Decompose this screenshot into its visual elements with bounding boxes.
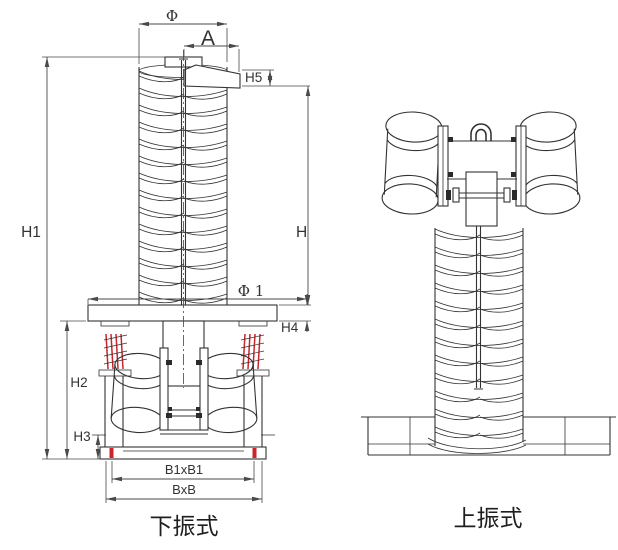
dim-label-h3: H3 bbox=[73, 429, 90, 444]
dim-label-h1: H1 bbox=[21, 224, 41, 241]
lifting-hook bbox=[470, 123, 492, 141]
left-spring bbox=[98, 320, 132, 377]
motor-frame bbox=[160, 407, 208, 435]
top-plate bbox=[87, 304, 278, 322]
left-view-caption: 下振式 bbox=[150, 514, 219, 540]
flange-clamp bbox=[446, 187, 517, 203]
right-shaft bbox=[474, 226, 483, 390]
dim-label-h: H bbox=[296, 224, 307, 241]
right-center-column bbox=[465, 171, 498, 227]
dim-label-bxb: BxB bbox=[172, 482, 196, 497]
right-view-left-motor bbox=[381, 111, 453, 215]
left-spiral-column bbox=[138, 64, 228, 305]
dim-label-phi: Φ bbox=[166, 7, 178, 25]
right-spiral-column bbox=[427, 228, 527, 454]
right-view: 上振式 bbox=[361, 111, 616, 532]
dim-label-h4: H4 bbox=[281, 320, 299, 335]
dim-label-phi1: Φ 1 bbox=[238, 282, 265, 300]
dim-label-b1xb1: B1xB1 bbox=[165, 462, 203, 477]
left-dimensions bbox=[42, 21, 311, 503]
left-view: Φ A H5 H1 H Φ 1 H4 H2 H3 B1xB1 BxB 下振式 bbox=[21, 7, 311, 540]
base-frame bbox=[92, 376, 275, 460]
base-table bbox=[361, 416, 616, 456]
right-view-right-motor bbox=[511, 111, 581, 215]
dim-label-h2: H2 bbox=[70, 375, 87, 390]
right-view-caption: 上振式 bbox=[454, 506, 523, 532]
dim-label-h5: H5 bbox=[245, 70, 262, 85]
dim-label-a: A bbox=[201, 27, 215, 50]
discharge-spout bbox=[183, 64, 241, 89]
